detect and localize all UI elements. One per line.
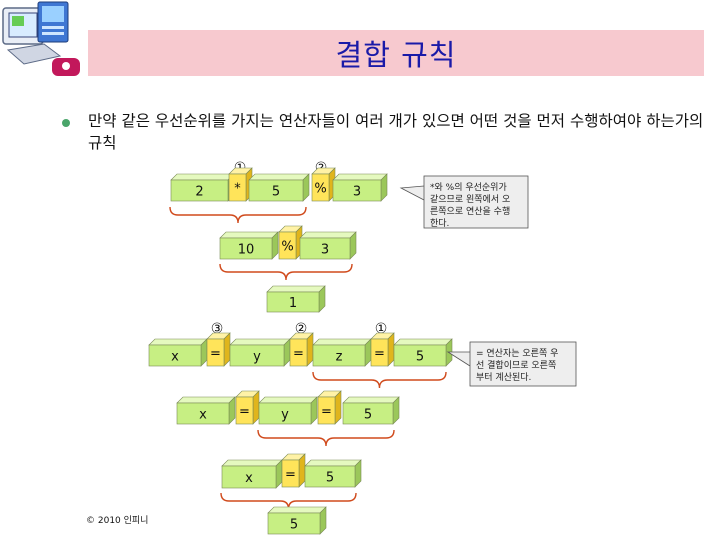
ex2-row4-box-0: 5 xyxy=(267,506,327,535)
bullet-text: 만약 같은 우선순위를 가지는 연산자들이 여러 개가 있으면 어떤 것을 먼저… xyxy=(88,112,704,152)
ex2-row2-box-3-label: = xyxy=(321,405,332,420)
ex1-row1-box-3-label: % xyxy=(314,182,326,197)
ex1-row1-box-4: 3 xyxy=(332,173,388,202)
ex2-row1-box-6-label: 5 xyxy=(416,350,424,365)
ex1-note-line-2: 른쪽으로 연산을 수행 xyxy=(430,205,510,217)
ex2-row2-box-0-label: x xyxy=(199,408,207,423)
ex1-row2-box-2: 3 xyxy=(299,231,357,260)
ex2-row1-box-5-label: = xyxy=(374,347,385,362)
ex1-row1-box-1: * xyxy=(228,167,253,202)
ex2-note-line-0: = 연산자는 오른쪽 우 xyxy=(476,348,558,359)
ex1-row2-box-1: % xyxy=(278,225,303,260)
ex2-row1-box-5: = xyxy=(370,332,395,367)
ex1-row1-box-4-label: 3 xyxy=(353,185,361,200)
ex2-row1-box-6: 5 xyxy=(393,338,453,367)
ex2-row3-box-1-label: = xyxy=(285,468,296,483)
ex1-row1-box-0-label: 2 xyxy=(195,185,203,200)
copyright-footer: © 2010 인피니 xyxy=(86,516,149,526)
computer-logo-icon xyxy=(2,1,80,76)
ex2-row3-box-0-label: x xyxy=(245,471,253,486)
ex2-note-line-1: 선 결합이므로 오른쪽 xyxy=(476,360,556,371)
ex2-row3-box-2: 5 xyxy=(304,459,362,488)
ex2-brace-2 xyxy=(257,429,395,447)
ex1-row2-box-2-label: 3 xyxy=(321,243,329,258)
ex2-row1-box-2: y xyxy=(229,338,291,367)
ex2-brace-1 xyxy=(312,371,447,389)
ex1-brace-2 xyxy=(219,263,353,281)
ex2-brace-3 xyxy=(220,492,357,510)
ex2-row2-box-2-label: y xyxy=(281,408,289,423)
ex1-row1-box-2-label: 5 xyxy=(272,185,280,200)
slide-title: 결합 규칙 xyxy=(335,38,457,72)
ex2-row3-box-2-label: 5 xyxy=(326,471,334,486)
ex2-row3-box-1: = xyxy=(281,453,306,488)
ex1-row2-box-0: 10 xyxy=(219,231,279,260)
ex2-row2-box-2: y xyxy=(258,396,318,425)
ex2-row2-box-1: = xyxy=(235,390,260,425)
ex2-row2-box-4-label: 5 xyxy=(364,408,372,423)
ex2-row1-box-0-label: x xyxy=(171,350,179,365)
ex2-row2-box-3: = xyxy=(317,390,342,425)
ex2-row1-box-1: = xyxy=(206,332,231,367)
ex1-row2-box-1-label: % xyxy=(281,240,293,255)
ex2-row3-box-0: x xyxy=(221,459,283,489)
ex1-row3-box-0: 1 xyxy=(266,285,326,313)
ex1-row3-box-0-label: 1 xyxy=(289,296,297,311)
ex1-row1-box-3: % xyxy=(311,167,336,202)
ex2-row2-box-4: 5 xyxy=(342,396,400,425)
title-band xyxy=(88,30,704,76)
ex2-row1-box-0: x xyxy=(148,338,208,367)
ex2-row1-box-4-label: z xyxy=(336,350,343,365)
ex1-note-line-1: 같으므로 왼쪽에서 오 xyxy=(430,193,510,205)
bullet-dot-icon xyxy=(62,119,70,127)
ex2-row1-box-2-label: y xyxy=(253,350,261,365)
ex1-row1-box-1-label: * xyxy=(234,182,241,197)
ex2-row1-box-1-label: = xyxy=(210,347,221,362)
ex2-row4-box-0-label: 5 xyxy=(290,518,298,533)
ex1-row2-box-0-label: 10 xyxy=(238,243,255,258)
ex2-row1-box-4: z xyxy=(312,338,372,367)
ex1-note-line-0: *와 %의 우선순위가 xyxy=(430,181,507,193)
ex2-note-line-2: 부터 계산된다. xyxy=(476,371,531,383)
ex2-row1-box-3: = xyxy=(289,332,314,367)
ex1-row1-box-2: 5 xyxy=(248,173,310,202)
ex1-brace-1 xyxy=(169,206,307,224)
ex2-row2-box-0: x xyxy=(176,396,236,425)
ex1-row1-box-0: 2 xyxy=(170,173,235,202)
ex2-row1-box-3-label: = xyxy=(293,347,304,362)
ex2-row2-box-1-label: = xyxy=(239,405,250,420)
ex1-note-line-3: 한다. xyxy=(430,218,449,229)
